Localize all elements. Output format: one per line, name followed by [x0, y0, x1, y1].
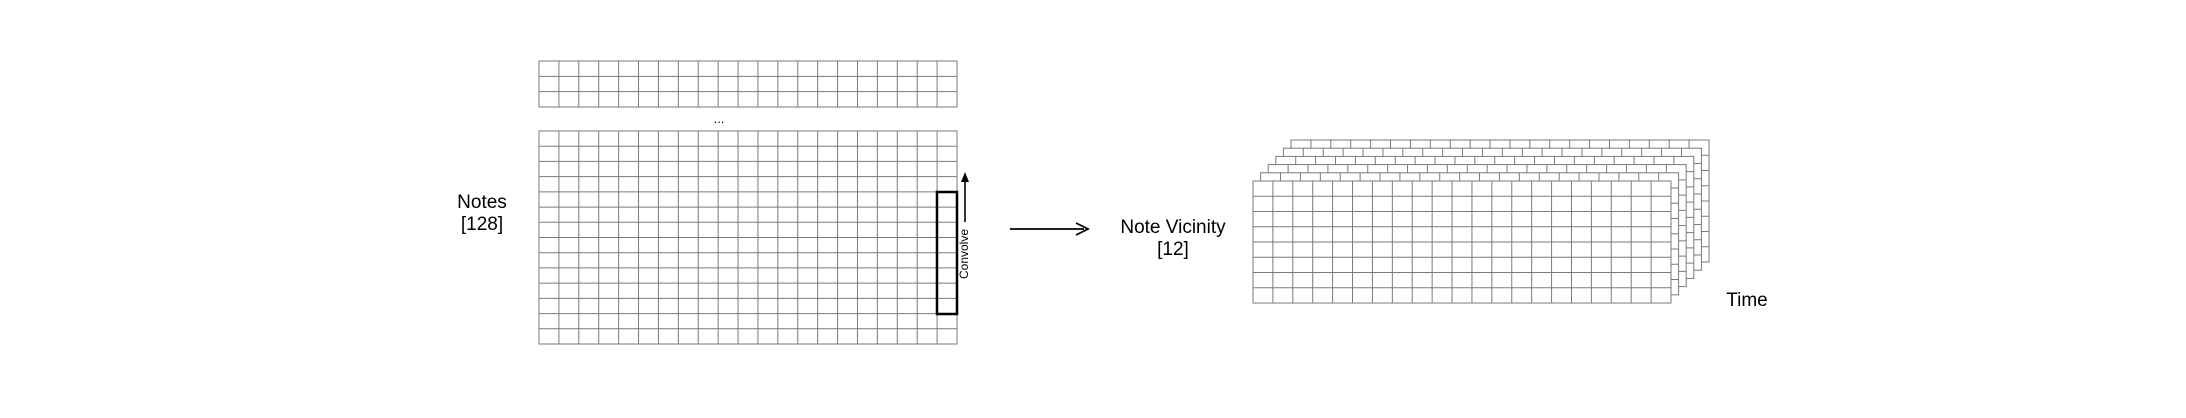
convolve-arrowhead [961, 172, 969, 182]
top-grid [538, 60, 958, 108]
note-vicinity-stack [1252, 139, 1710, 304]
main-grid [538, 130, 958, 345]
convolution-window [935, 190, 959, 316]
notes-grid-top-block [538, 60, 958, 108]
time-label: Time [1726, 290, 1768, 311]
notes-label: Notes [128] [444, 192, 520, 236]
note-vicinity-label-size: [12] [1157, 239, 1189, 260]
convolve-label: Convolve [957, 229, 971, 279]
transform-arrowhead [1075, 222, 1091, 236]
note-vicinity-label-title: Note Vicinity [1120, 217, 1226, 238]
notes-label-size: [128] [460, 214, 504, 235]
note-vicinity-label: Note Vicinity [12] [1108, 217, 1238, 261]
ellipsis-text: ... [714, 111, 725, 126]
notes-label-title: Notes [457, 192, 507, 213]
stack-layer-1 [1252, 180, 1672, 304]
notes-grid-main-block [538, 130, 958, 345]
top-grid-border [538, 60, 958, 108]
